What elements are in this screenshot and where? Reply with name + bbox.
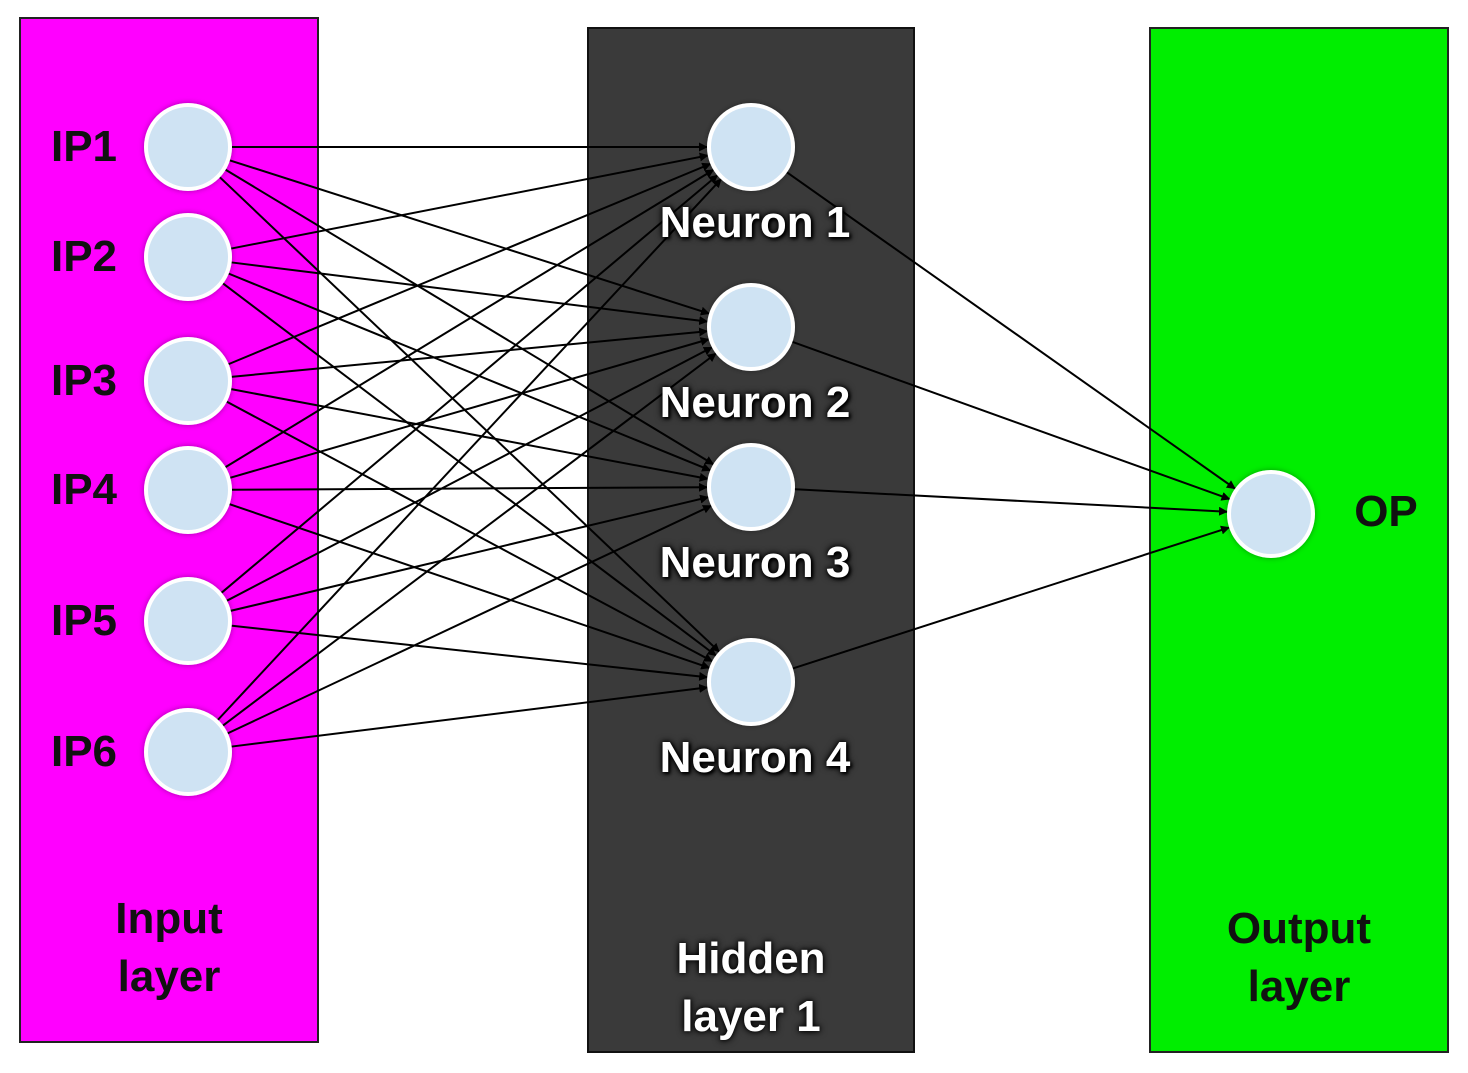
input-node-ip1 (144, 103, 232, 191)
input-node-label-ip3: IP3 (50, 356, 118, 405)
hidden-layer-title-line2: layer 1 (681, 992, 821, 1041)
input-node-ip5 (144, 577, 232, 665)
edge-neuron2-op (790, 340, 1231, 501)
output-layer-title: Output layer (1227, 900, 1371, 1016)
edge-neuron3-op (792, 488, 1228, 516)
edge-ip2-neuron3 (226, 271, 712, 472)
edge-ip6-neuron3 (225, 504, 713, 736)
hidden-node-label-neuron2: Neuron 2 (659, 378, 851, 427)
edge-ip1-neuron2 (227, 158, 710, 316)
edge-ip4-neuron4 (227, 502, 711, 670)
hidden-node-neuron2 (707, 283, 795, 371)
hidden-node-neuron3 (707, 443, 795, 531)
edge-neuron1-op (784, 170, 1236, 490)
input-node-ip6 (144, 708, 232, 796)
hidden-node-neuron4 (707, 638, 795, 726)
edge-ip4-neuron3 (229, 482, 708, 492)
input-node-label-ip1: IP1 (50, 122, 118, 171)
edge-ip3-neuron1 (226, 162, 712, 366)
edge-ip5-neuron3 (228, 494, 710, 613)
output-node-op (1227, 470, 1315, 558)
input-node-ip4 (144, 446, 232, 534)
input-node-ip3 (144, 337, 232, 425)
edge-ip1-neuron3 (223, 167, 715, 466)
hidden-node-neuron1 (707, 103, 795, 191)
edge-ip6-neuron2 (220, 352, 717, 728)
hidden-node-label-neuron4: Neuron 4 (659, 733, 851, 782)
edge-ip6-neuron4 (229, 683, 709, 748)
output-layer-title-line2: layer (1247, 962, 1351, 1011)
edge-ip2-neuron2 (229, 261, 709, 326)
connection-edges (215, 142, 1236, 748)
hidden-layer-panel (587, 27, 915, 1053)
edge-ip5-neuron4 (229, 624, 709, 681)
output-layer-title-line1: Output (1226, 904, 1372, 953)
edge-ip5-neuron2 (224, 346, 713, 603)
input-layer-panel (19, 17, 319, 1043)
hidden-layer-title: Hidden layer 1 (676, 930, 825, 1046)
output-node-label-op: OP (1354, 487, 1418, 536)
input-node-label-ip6: IP6 (50, 727, 118, 776)
edge-ip4-neuron1 (223, 169, 715, 470)
input-node-ip2 (144, 213, 232, 301)
network-nodes (144, 103, 1315, 796)
edge-neuron4-op (790, 525, 1230, 671)
edge-ip2-neuron1 (229, 152, 709, 250)
edge-ip3-neuron2 (229, 327, 709, 378)
input-layer-title: Input layer (115, 890, 223, 1006)
input-node-label-ip4: IP4 (50, 465, 118, 514)
edge-ip2-neuron4 (220, 281, 717, 657)
input-node-label-ip5: IP5 (50, 596, 118, 645)
edge-ip3-neuron3 (229, 387, 709, 482)
hidden-node-label-neuron1: Neuron 1 (659, 198, 851, 247)
edge-ip1-neuron4 (217, 175, 720, 653)
hidden-node-label-neuron3: Neuron 3 (659, 538, 851, 587)
edge-ip4-neuron2 (228, 337, 710, 480)
edge-ip6-neuron1 (215, 178, 722, 722)
input-layer-title-line2: layer (117, 952, 221, 1001)
input-node-label-ip2: IP2 (50, 232, 118, 281)
edge-ip3-neuron4 (224, 399, 713, 663)
hidden-layer-title-line1: Hidden (676, 934, 826, 983)
input-layer-title-line1: Input (115, 894, 223, 943)
edge-ip5-neuron1 (219, 174, 719, 595)
